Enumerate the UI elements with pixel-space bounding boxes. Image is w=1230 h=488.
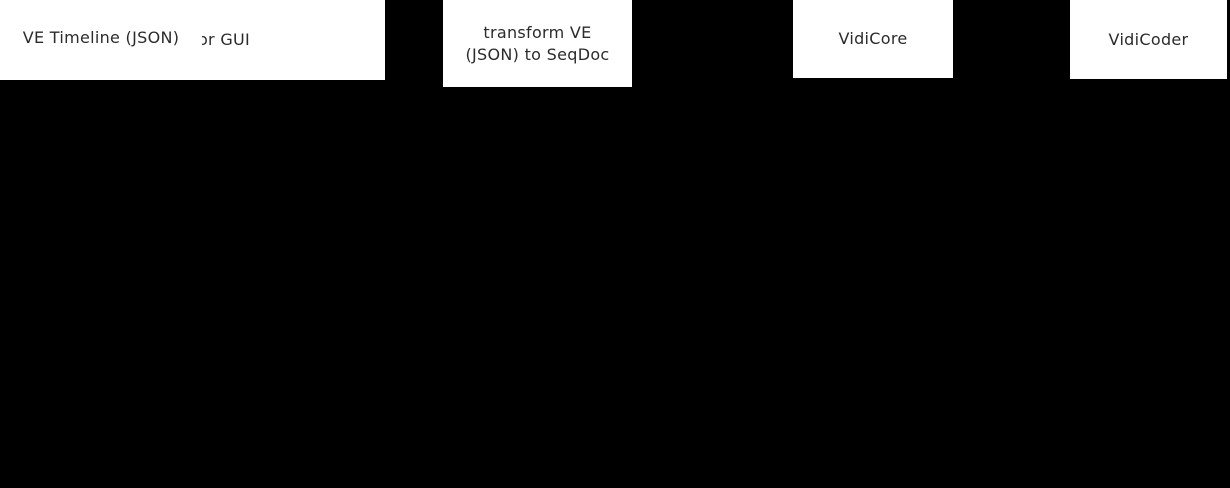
- node-ve-timeline-json: VE Timeline (JSON): [0, 0, 202, 76]
- node-label-line2: (JSON) to SeqDoc: [465, 44, 610, 64]
- node-label: VidiCore: [838, 29, 908, 49]
- node-vidicoder: VidiCoder: [1070, 0, 1227, 79]
- node-label: VidiCoder: [1108, 29, 1189, 49]
- node-label-line1: transform VE: [483, 22, 592, 42]
- node-vidicore: VidiCore: [793, 0, 953, 78]
- node-transform-ve-json-to-seqdoc: transform VE (JSON) to SeqDoc: [443, 0, 632, 87]
- node-label: VE Timeline (JSON): [22, 28, 180, 48]
